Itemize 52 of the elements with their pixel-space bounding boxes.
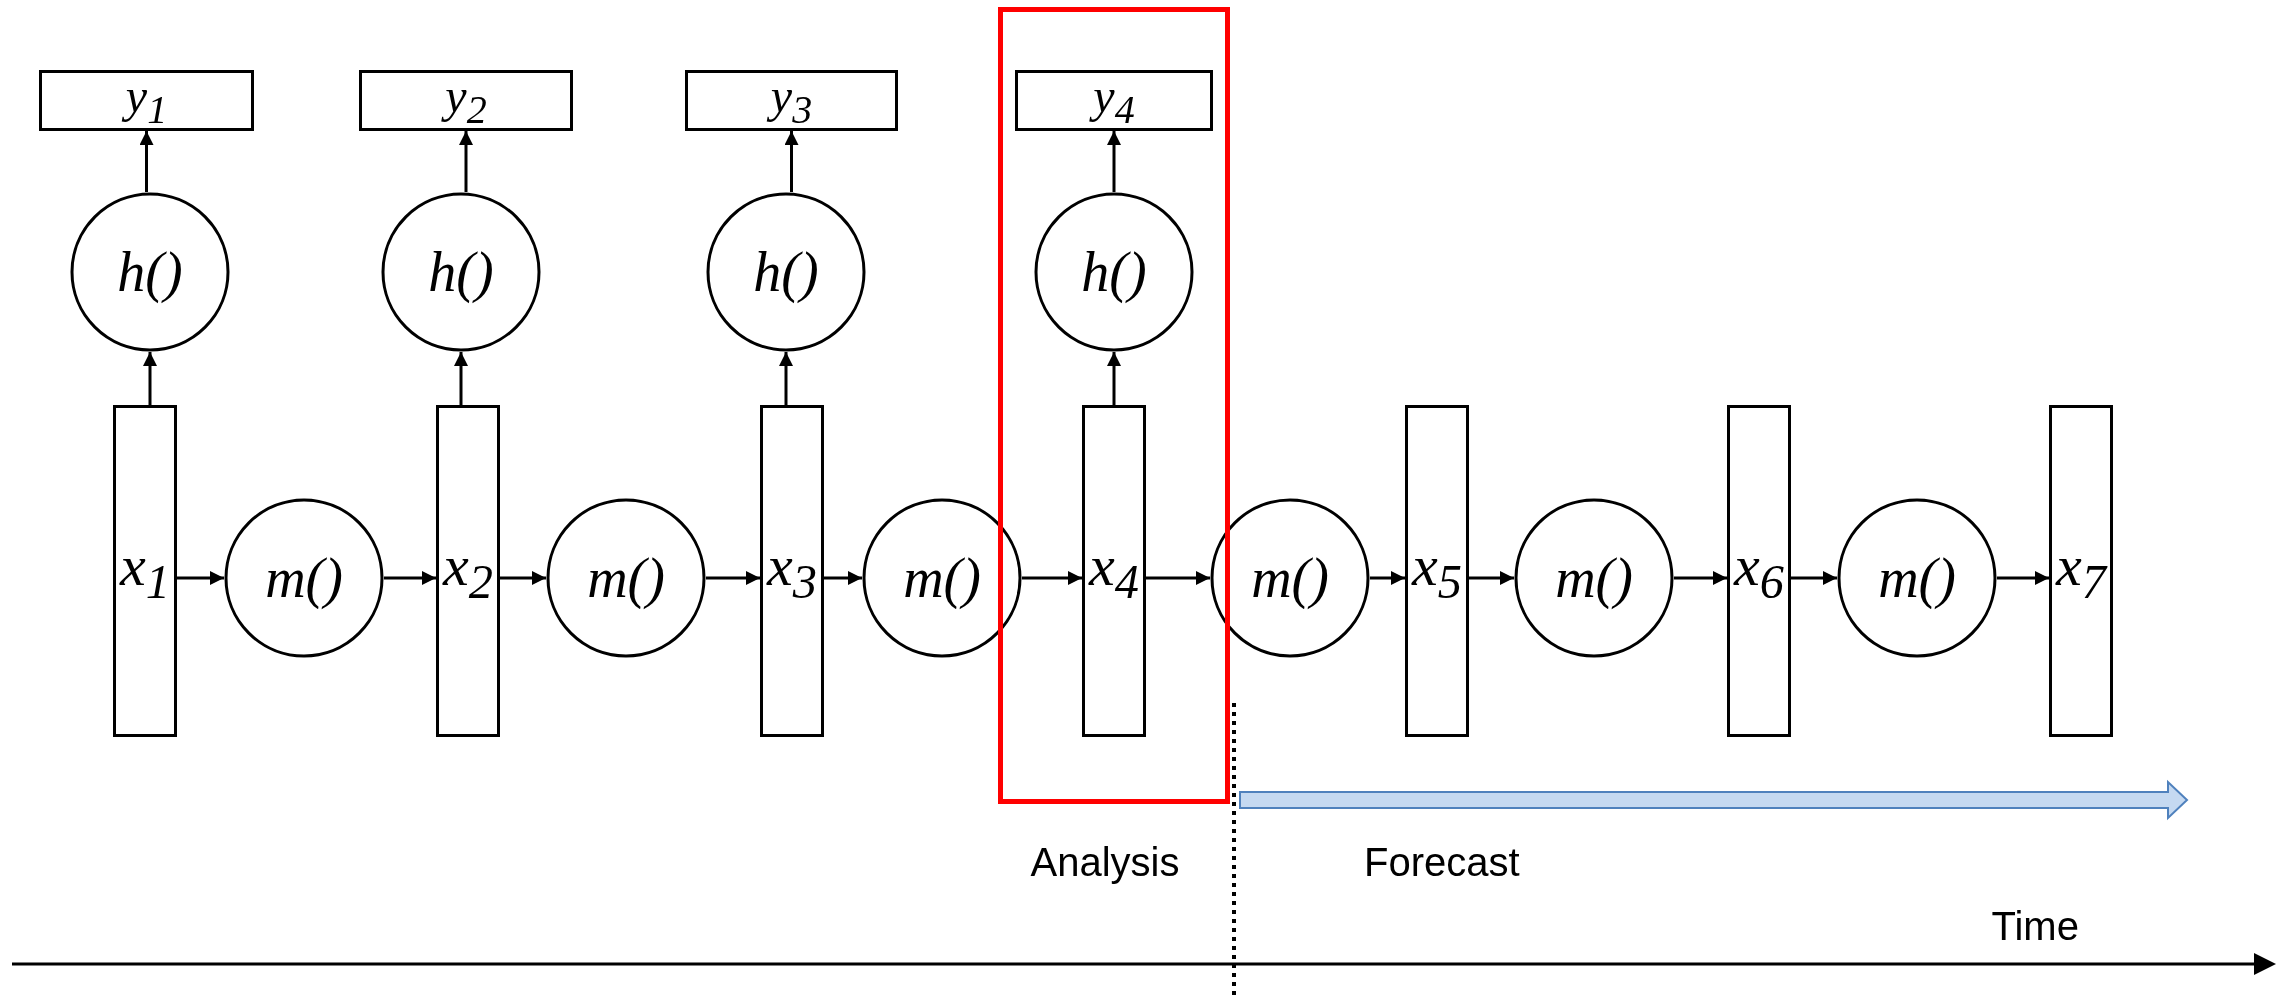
- arrow: [459, 131, 473, 192]
- function-circle: [546, 498, 706, 658]
- variable-label: x$_{6}$: [1734, 536, 1784, 606]
- function-circle: [862, 498, 1022, 658]
- variable-box: [1405, 405, 1469, 737]
- variable-box: [39, 70, 254, 131]
- arrow: [824, 571, 862, 585]
- phase-label: Forecast: [1364, 842, 1520, 882]
- variable-label: x$_{4}$: [1089, 536, 1139, 606]
- arrow: [1791, 571, 1837, 585]
- arrow: [1370, 571, 1405, 585]
- arrow: [500, 571, 546, 585]
- arrow: [1997, 571, 2049, 585]
- arrow: [1469, 571, 1514, 585]
- variable-box: [113, 405, 177, 737]
- function-circle: [381, 192, 541, 352]
- arrow: [706, 571, 760, 585]
- variable-label: x$_{7}$: [2056, 536, 2106, 606]
- arrow: [1674, 571, 1727, 585]
- arrow: [1146, 571, 1210, 585]
- variable-label: x$_{2}$: [443, 536, 493, 606]
- function-circle: [224, 498, 384, 658]
- function-circle: [70, 192, 230, 352]
- variable-box: [1015, 70, 1213, 131]
- arrow: [177, 571, 224, 585]
- arrow: [1107, 131, 1121, 192]
- variable-label: x$_{5}$: [1412, 536, 1462, 606]
- arrow: [1107, 352, 1121, 405]
- arrow: [143, 352, 157, 405]
- variable-box: [1727, 405, 1791, 737]
- highlight-frame: [998, 7, 1230, 804]
- variable-box: [359, 70, 573, 131]
- phase-label: Analysis: [1030, 842, 1180, 882]
- arrow: [784, 131, 799, 192]
- arrow: [1022, 571, 1082, 585]
- arrow: [779, 352, 793, 405]
- variable-label: x$_{1}$: [120, 536, 170, 606]
- variable-box: [760, 405, 824, 737]
- variable-box: [436, 405, 500, 737]
- function-circle: [1837, 498, 1997, 658]
- variable-box: [2049, 405, 2113, 737]
- function-circle: [1210, 498, 1370, 658]
- function-circle: [706, 192, 866, 352]
- arrow: [139, 131, 154, 192]
- axis-label: Time: [1991, 906, 2079, 946]
- variable-label: x$_{3}$: [767, 536, 817, 606]
- arrow: [384, 571, 436, 585]
- variable-box: [1082, 405, 1146, 737]
- function-circle: [1514, 498, 1674, 658]
- variable-box: [685, 70, 898, 131]
- function-circle: [1034, 192, 1194, 352]
- arrow: [454, 352, 468, 405]
